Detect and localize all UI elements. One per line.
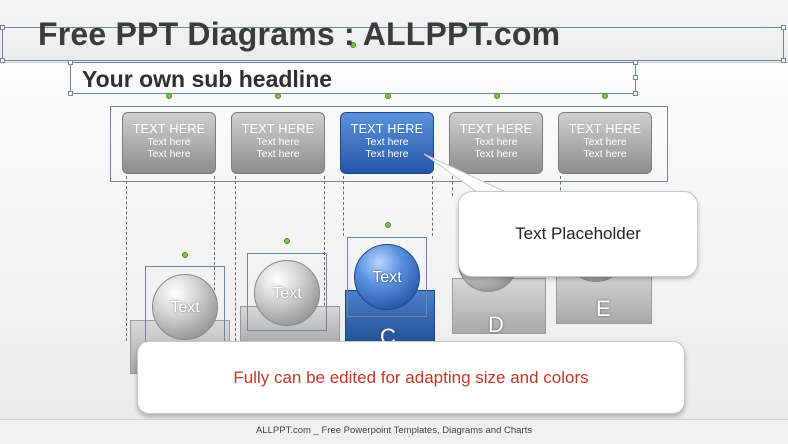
- selection-handle[interactable]: [0, 58, 5, 63]
- box-line: Text here: [147, 148, 191, 160]
- rotate-handle[interactable]: [385, 93, 391, 99]
- selection-handle[interactable]: [633, 75, 638, 80]
- box-line: Text here: [474, 136, 518, 148]
- footer-text[interactable]: ALLPPT.com _ Free Powerpoint Templates, …: [256, 425, 532, 436]
- text-placeholder-callout[interactable]: Text Placeholder: [458, 191, 698, 277]
- rotate-handle[interactable]: [494, 93, 500, 99]
- sphere-selection-box[interactable]: [347, 237, 427, 317]
- box-heading: TEXT HERE: [568, 122, 642, 136]
- slide-footer: ALLPPT.com _ Free Powerpoint Templates, …: [0, 419, 788, 444]
- box-heading: TEXT HERE: [350, 122, 424, 136]
- pedestal-letter-d: D: [488, 312, 504, 337]
- box-heading: TEXT HERE: [132, 122, 206, 136]
- guide-line: [324, 176, 325, 341]
- rotate-handle[interactable]: [182, 252, 188, 258]
- box-line: Text here: [147, 136, 191, 148]
- guide-line: [432, 176, 433, 236]
- sphere-selection-box[interactable]: [145, 266, 225, 346]
- text-box-3[interactable]: TEXT HERE Text here Text here: [340, 112, 434, 174]
- rotate-handle[interactable]: [284, 238, 290, 244]
- rotate-handle[interactable]: [275, 93, 281, 99]
- guide-line: [126, 176, 127, 341]
- selection-handle[interactable]: [781, 25, 786, 30]
- slide-title[interactable]: Free PPT Diagrams : ALLPPT.com: [38, 16, 561, 52]
- pedestal-letter-e: E: [596, 296, 611, 321]
- text-box-2[interactable]: TEXT HERE Text here Text here: [231, 112, 325, 174]
- sphere-2[interactable]: Text: [254, 260, 320, 326]
- box-line: Text here: [583, 148, 627, 160]
- guide-line: [452, 176, 453, 196]
- bottom-banner[interactable]: Fully can be edited for adapting size an…: [137, 341, 685, 414]
- selection-handle[interactable]: [633, 60, 638, 65]
- rotate-handle[interactable]: [385, 222, 391, 228]
- text-box-5[interactable]: TEXT HERE Text here Text here: [558, 112, 652, 174]
- sphere-selection-box[interactable]: [247, 253, 327, 331]
- slide-subtitle[interactable]: Your own sub headline: [82, 66, 333, 92]
- rotate-handle[interactable]: [602, 93, 608, 99]
- sphere-label: Text: [170, 299, 200, 316]
- box-heading: TEXT HERE: [241, 122, 315, 136]
- guide-line: [214, 176, 215, 341]
- box-line: Text here: [583, 136, 627, 148]
- diagram-group-selection[interactable]: [110, 106, 668, 182]
- selection-handle[interactable]: [633, 91, 638, 96]
- box-line: Text here: [256, 136, 300, 148]
- box-line: Text here: [256, 148, 300, 160]
- rotate-handle[interactable]: [166, 93, 172, 99]
- box-line: Text here: [474, 148, 518, 160]
- guide-line: [343, 176, 344, 236]
- guide-line: [235, 176, 236, 341]
- sphere-3[interactable]: Text: [354, 244, 420, 310]
- sphere-1[interactable]: Text: [152, 274, 218, 340]
- sphere-label: Text: [272, 285, 302, 302]
- callout-text[interactable]: Text Placeholder: [515, 224, 641, 243]
- sphere-label: Text: [372, 269, 402, 286]
- guide-line: [560, 176, 561, 196]
- rotate-handle[interactable]: [350, 42, 356, 48]
- selection-handle[interactable]: [781, 58, 786, 63]
- selection-handle[interactable]: [68, 91, 73, 96]
- text-box-1[interactable]: TEXT HERE Text here Text here: [122, 112, 216, 174]
- text-box-4[interactable]: TEXT HERE Text here Text here: [449, 112, 543, 174]
- selection-handle[interactable]: [0, 25, 5, 30]
- selection-handle[interactable]: [68, 60, 73, 65]
- box-line: Text here: [365, 136, 409, 148]
- banner-text[interactable]: Fully can be edited for adapting size an…: [233, 368, 589, 387]
- title-selection-box[interactable]: [2, 27, 784, 61]
- box-heading: TEXT HERE: [459, 122, 533, 136]
- box-line: Text here: [365, 148, 409, 160]
